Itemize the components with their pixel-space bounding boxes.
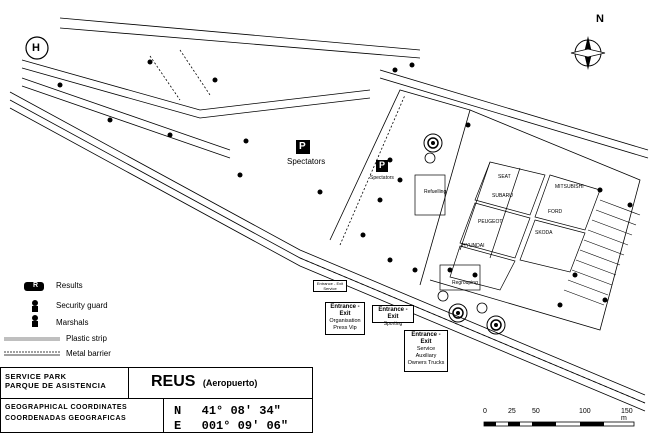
marshal-icons	[57, 59, 633, 308]
n-value: 41° 08' 34"	[201, 404, 281, 418]
parking-label: P	[299, 141, 306, 152]
info-panel: SERVICE PARK PARQUE DE ASISTENCIA REUS (…	[0, 367, 313, 433]
entrance-exit-subtitle: Service Auxiliary Owners Trucks	[407, 346, 445, 366]
scale-tick-150: 150 m	[621, 408, 633, 422]
coord-east-row: E 001° 09' 06"	[174, 416, 302, 433]
legend-plastic-label: Plastic strip	[66, 334, 107, 343]
entrance-exit-subtitle: Sporting	[383, 321, 403, 327]
entrance-exit-title: Entrance - Exit	[378, 307, 408, 320]
legend-security-label: Security guard	[56, 301, 108, 310]
entrance-service-sign: Entrance - Exit Service	[313, 280, 347, 292]
scale-tick-100: 100	[579, 408, 591, 415]
service-park-en: SERVICE PARK	[5, 372, 67, 381]
legend-graphics	[4, 282, 60, 356]
coord-north-row: N 41° 08' 34"	[174, 401, 302, 418]
team-hyundai: HYUNDAI	[462, 243, 485, 249]
refuel-area	[414, 174, 481, 291]
legend-marshals-label: Marshals	[56, 318, 89, 327]
north-label: N	[596, 13, 604, 25]
parking-label-2: P	[379, 160, 386, 170]
entrance-exit-organisation: Entrance - Exit Organisation Press Vip	[325, 302, 365, 335]
coords-cell: N 41° 08' 34" E 001° 09' 06"	[164, 399, 312, 433]
runway	[21, 17, 421, 159]
scale-bar-graphic	[483, 421, 635, 427]
spectators-area-label: Spectators	[370, 175, 394, 181]
geo-en: GEOGRAPHICAL COORDINATES	[5, 404, 128, 411]
parking-strips	[563, 199, 641, 306]
team-seat: SEAT	[498, 174, 511, 180]
scale-tick-50: 50	[532, 408, 540, 415]
results-badge: R	[33, 282, 39, 289]
compass-icon	[570, 36, 606, 70]
target-icon	[423, 133, 506, 335]
refuelling-label: Refuelling	[424, 189, 447, 195]
service-park-es: PARQUE DE ASISTENCIA	[5, 381, 107, 390]
spectators-label: Spectators	[287, 157, 326, 166]
scale-tick-25: 25	[508, 408, 516, 415]
team-ford: FORD	[548, 209, 563, 215]
entrance-exit-title: Entrance - Exit	[411, 332, 441, 345]
location-sub: (Aeropuerto)	[202, 378, 258, 388]
team-bays	[449, 161, 601, 291]
scale-bar: 0 25 50 100 150 m	[483, 408, 638, 432]
main-road	[9, 91, 646, 412]
team-mitsubishi: MITSUBISHI	[555, 184, 584, 190]
geo-es: COORDENADAS GEOGRAFICAS	[5, 415, 127, 422]
e-label: E	[174, 419, 182, 433]
team-skoda: SKODA	[535, 230, 553, 236]
helipad-icon	[25, 36, 49, 60]
entrance-exit-subtitle: Organisation Press Vip	[329, 318, 361, 331]
regrouping-label: Regrouping	[452, 280, 478, 286]
legend-results-label: Results	[56, 281, 83, 290]
entrance-exit-title: Entrance - Exit	[330, 304, 360, 317]
team-subaru: SUBARU	[492, 193, 513, 199]
entrance-exit-sporting: Entrance - Exit Sporting	[372, 305, 414, 327]
location-name: REUS	[151, 373, 196, 390]
parking-sign-icon	[296, 140, 388, 172]
n-label: N	[174, 404, 182, 418]
e-value: 001° 09' 06"	[201, 419, 289, 433]
service-park-cell: SERVICE PARK PARQUE DE ASISTENCIA	[1, 368, 129, 399]
entrance-exit-service: Entrance - Exit Service Auxiliary Owners…	[404, 330, 448, 372]
location-cell: REUS (Aeropuerto)	[129, 368, 312, 399]
geo-cell: GEOGRAPHICAL COORDINATES COORDENADAS GEO…	[1, 399, 164, 432]
scale-tick-0: 0	[483, 408, 487, 415]
legend-metal-label: Metal barrier	[66, 349, 111, 358]
team-peugeot: PEUGEOT	[478, 219, 503, 225]
helipad-label: H	[32, 42, 40, 54]
